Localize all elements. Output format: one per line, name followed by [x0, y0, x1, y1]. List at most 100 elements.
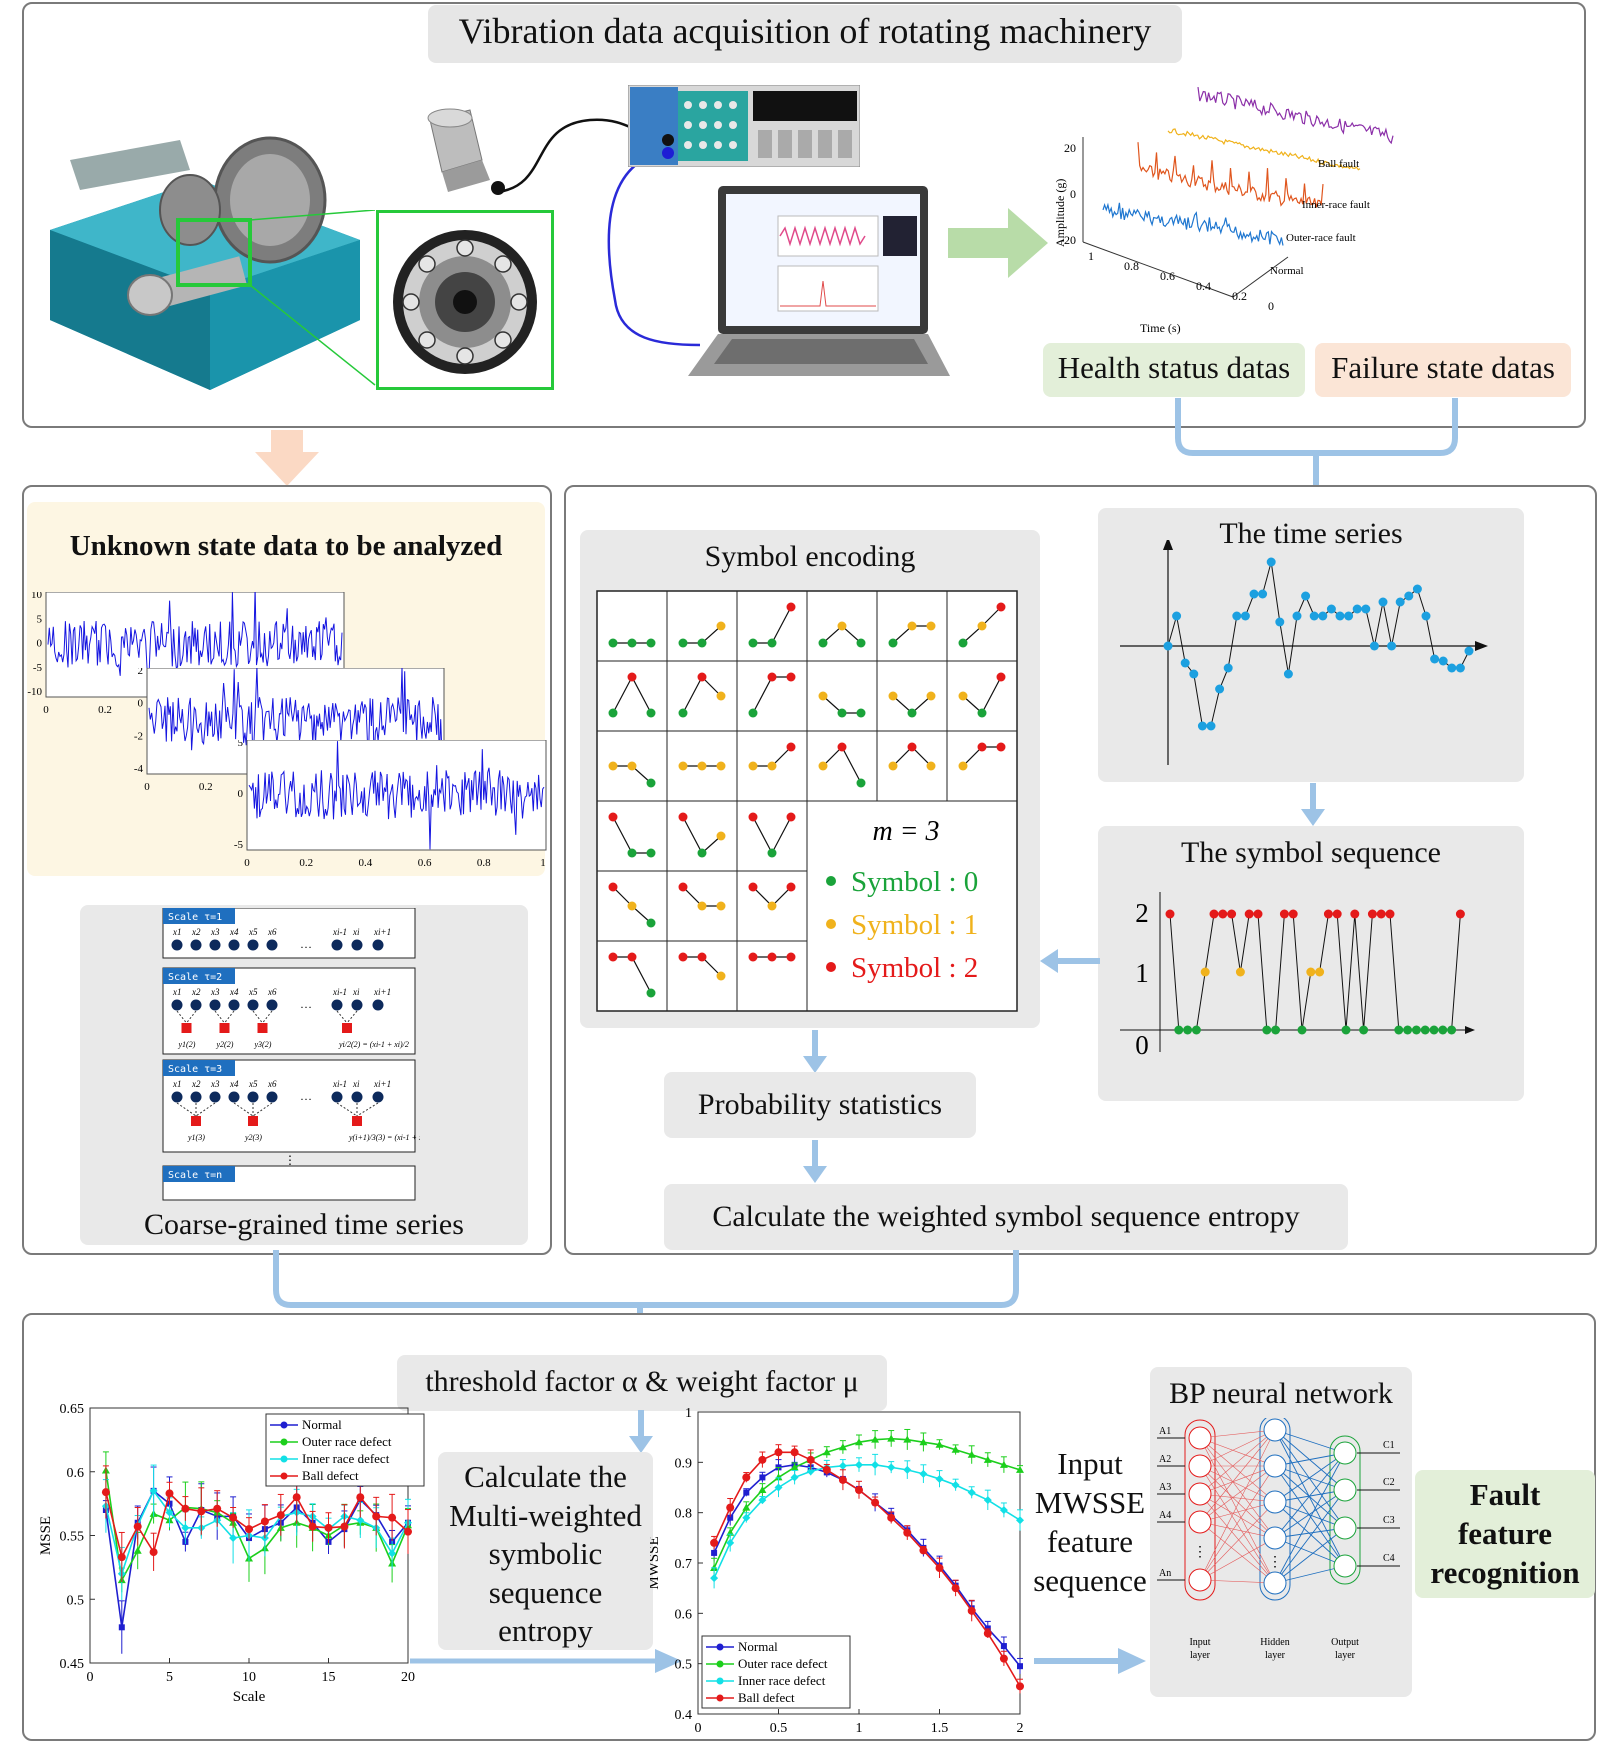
accelerometer-sensor — [427, 108, 505, 195]
series-marker — [1016, 1682, 1024, 1691]
bp-link-ho — [1274, 1501, 1346, 1567]
hidden-node — [1263, 1418, 1287, 1442]
y-tick-label: 2 — [138, 668, 144, 677]
bp-link-ih — [1199, 1465, 1276, 1495]
x-node — [331, 1091, 343, 1103]
bearing-image — [376, 210, 554, 390]
layer-label: layer — [1335, 1650, 1356, 1661]
y-tick-label: 5 — [238, 740, 244, 749]
series-marker — [356, 1516, 365, 1525]
output-node — [1333, 1441, 1357, 1465]
pattern-dot — [958, 638, 968, 648]
series-marker — [855, 1438, 863, 1446]
pattern-dot — [646, 638, 656, 648]
y2-label: y2(2) — [216, 1040, 234, 1049]
series-marker — [758, 1486, 767, 1494]
legend-text: Symbol : 0 — [851, 866, 978, 898]
legend-label: Outer race defect — [302, 1434, 392, 1449]
x-label: xi — [352, 987, 360, 997]
bp-link-ho — [1274, 1465, 1346, 1567]
y-tick-label: -5 — [33, 662, 43, 674]
series-marker — [743, 1489, 750, 1496]
x-label: xi-1 — [332, 987, 347, 997]
arrow-encoding-to-prob — [803, 1030, 827, 1073]
weighted-entropy-label: Calculate the weighted symbol sequence e… — [712, 1200, 1300, 1233]
pattern-dot — [748, 952, 758, 962]
bp-link-ih — [1199, 1429, 1276, 1523]
pattern-dot — [678, 812, 688, 822]
pattern-dot — [996, 742, 1006, 752]
ts-point — [1378, 597, 1388, 607]
bp-link-ih — [1199, 1465, 1276, 1584]
series-label-3: Ball fault — [1318, 158, 1359, 170]
pattern-dot — [856, 638, 866, 648]
y-tick-label: -10 — [27, 686, 42, 698]
coarse-link — [336, 1010, 348, 1024]
pattern-dot — [646, 708, 656, 718]
x-tick-label: 0.6 — [418, 857, 432, 869]
ts-point — [1163, 641, 1173, 651]
laptop-image — [688, 186, 950, 376]
layer-label: layer — [1190, 1650, 1211, 1661]
pattern-dot — [608, 812, 618, 822]
input-label: An — [1159, 1568, 1171, 1579]
legend-label: Outer race defect — [738, 1656, 828, 1671]
x-label: x5 — [248, 1079, 258, 1089]
pattern-cell — [736, 940, 808, 1012]
pattern-dot — [748, 708, 758, 718]
x-node — [228, 999, 240, 1011]
output-node — [1333, 1478, 1357, 1502]
series-marker — [101, 1488, 110, 1497]
input-vdots: ⋮ — [1193, 1545, 1207, 1560]
z-tick-label: -20 — [1060, 233, 1076, 247]
series-marker — [999, 1460, 1008, 1468]
bp-link-ho — [1274, 1452, 1346, 1584]
series-line-0 — [105, 1489, 409, 1628]
failure-state-box — [1315, 343, 1571, 397]
hidden-node — [1263, 1454, 1287, 1478]
series-marker — [887, 1513, 896, 1522]
y-tick-label: 0.6 — [675, 1607, 693, 1622]
series-marker — [388, 1513, 397, 1522]
pattern-dot — [786, 672, 796, 682]
input-label: A1 — [1159, 1426, 1171, 1437]
series-marker — [245, 1525, 253, 1534]
y-tick-label: 0.5 — [675, 1658, 693, 1673]
ts-point — [1180, 658, 1190, 668]
series-marker — [951, 1480, 960, 1489]
pattern-dot — [608, 761, 618, 771]
vibration-signal — [248, 741, 545, 850]
series-marker — [855, 1460, 863, 1469]
ellipsis: … — [300, 937, 312, 951]
series-marker — [822, 1448, 831, 1456]
bp-link-ih — [1199, 1429, 1276, 1467]
bp-link-ih — [1199, 1437, 1276, 1503]
series-marker — [903, 1435, 912, 1443]
y-tick-label: 0.6 — [67, 1466, 85, 1481]
seq-y-tick: 1 — [1135, 958, 1149, 988]
bp-link-ih — [1199, 1493, 1276, 1503]
fault-recognition-label: Fault feature recognition — [1415, 1475, 1595, 1592]
pattern-dot — [837, 621, 847, 631]
x-node — [351, 1091, 363, 1103]
input-node — [1188, 1426, 1212, 1450]
layer-label: layer — [1265, 1650, 1286, 1661]
pattern-dot — [977, 742, 987, 752]
ts-point — [1275, 617, 1285, 627]
seq-point — [1455, 909, 1465, 919]
vibration-signal — [47, 592, 343, 698]
x-label: x3 — [210, 1079, 220, 1089]
z-tick-label: 0 — [1070, 187, 1076, 201]
series-marker — [935, 1474, 944, 1483]
pattern-dot — [996, 602, 1006, 612]
y-node — [257, 1023, 268, 1033]
time-series-title: The time series — [1219, 517, 1403, 550]
ellipsis: … — [300, 1089, 312, 1103]
pattern-dot — [926, 691, 936, 701]
series-marker — [742, 1513, 751, 1522]
seq-point — [1350, 909, 1360, 919]
pattern-dot — [678, 761, 688, 771]
bp-link-ih — [1199, 1501, 1276, 1581]
x-label: x4 — [229, 927, 239, 937]
